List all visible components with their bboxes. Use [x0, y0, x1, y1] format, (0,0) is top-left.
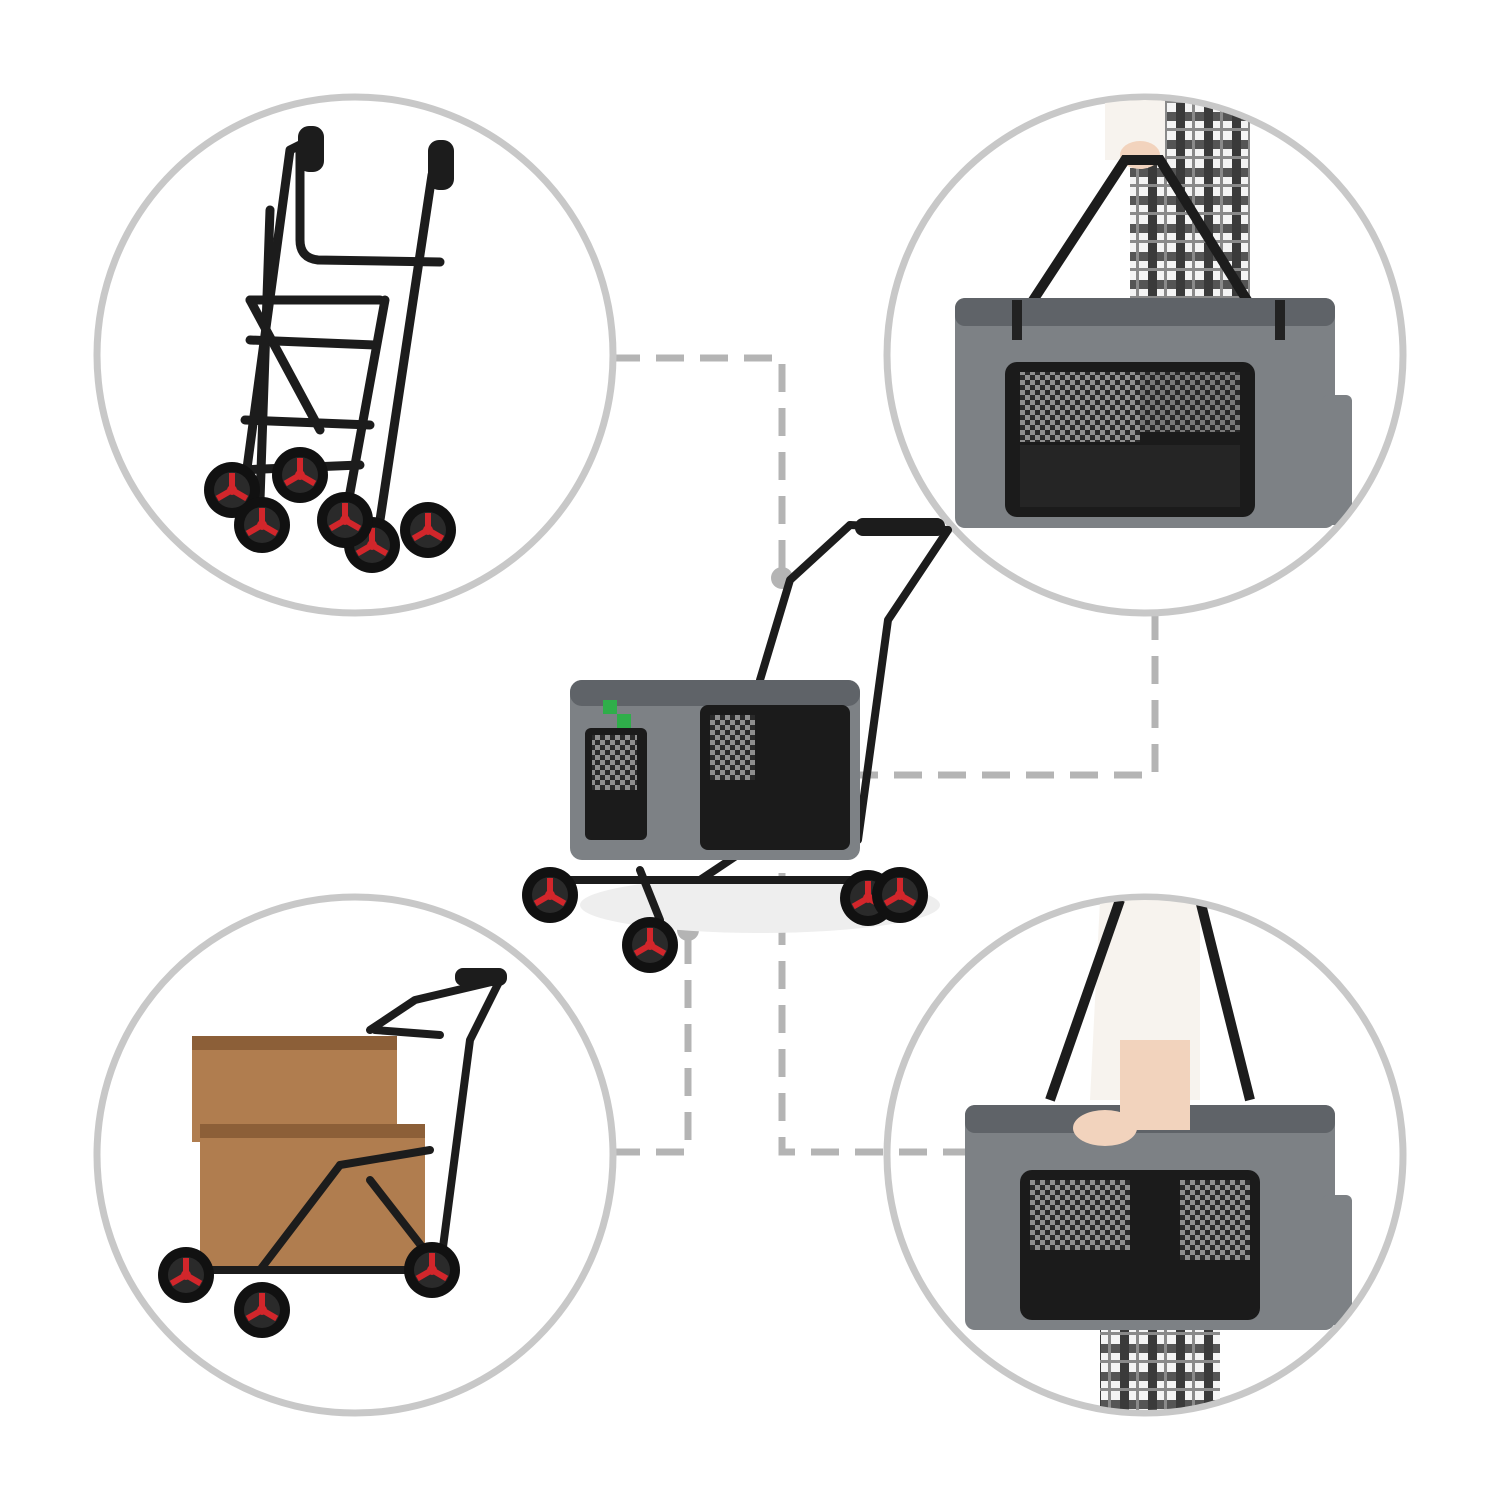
panel-ring: [93, 893, 617, 1417]
wheel-spoke: [429, 1253, 435, 1270]
carrier-handheld-panel: [883, 93, 1407, 617]
wheel-hub: [545, 890, 555, 900]
folded-frame-panel: [93, 93, 617, 617]
carrier-bag-shoulder-strap-icon: [965, 900, 1352, 1410]
wheel-hub: [645, 940, 655, 950]
wheel-hub: [863, 893, 873, 903]
wheel-hub: [895, 890, 905, 900]
wheel-spoke: [647, 928, 653, 945]
wheel-spoke: [229, 473, 235, 490]
wheel: [234, 497, 290, 553]
wheel-hub: [295, 470, 305, 480]
wheel-hub: [227, 485, 237, 495]
stroller-carrier: [570, 680, 860, 860]
wheel-hub: [340, 515, 350, 525]
wheel-hub: [427, 1265, 437, 1275]
wheel: [404, 1242, 460, 1298]
wheel: [272, 447, 328, 503]
wheel-spoke: [547, 878, 553, 895]
wheel: [158, 1247, 214, 1303]
wheel-spoke: [369, 528, 375, 545]
wheel-spoke: [183, 1258, 189, 1275]
wheel: [234, 1282, 290, 1338]
logo-mark: [603, 700, 617, 714]
wheel-hub: [423, 525, 433, 535]
wheel-spoke: [342, 503, 348, 520]
shopping-cart-with-boxes-icon: [158, 968, 507, 1338]
connector-top-left: [612, 354, 786, 578]
wheel-spoke: [425, 513, 431, 530]
wheel-spoke: [865, 881, 871, 898]
wheel: [622, 917, 678, 973]
panel-ring: [883, 893, 1407, 1417]
panel-ring: [93, 93, 617, 617]
wheel: [872, 867, 928, 923]
cart-boxes-panel: [93, 893, 617, 1417]
wheel: [400, 502, 456, 558]
wheel-spoke: [259, 1293, 265, 1310]
wheel-hub: [181, 1270, 191, 1280]
panel-ring: [883, 93, 1407, 617]
wheel: [522, 867, 578, 923]
wheel-spoke: [897, 878, 903, 895]
wheel-hub: [257, 1305, 267, 1315]
carrier-shoulder-panel: [883, 893, 1407, 1417]
connector-bottom-left: [612, 932, 692, 1156]
wheel-spoke: [297, 458, 303, 475]
wheel-spoke: [259, 508, 265, 525]
wheel-hub: [257, 520, 267, 530]
folded-stroller-frame-icon: [204, 126, 456, 573]
wheel-hub: [367, 540, 377, 550]
connector-top-right: [835, 612, 1159, 779]
wheel: [317, 492, 373, 548]
pet-stroller-icon: [522, 518, 952, 973]
carrier-bag-handheld-icon: [955, 100, 1352, 528]
